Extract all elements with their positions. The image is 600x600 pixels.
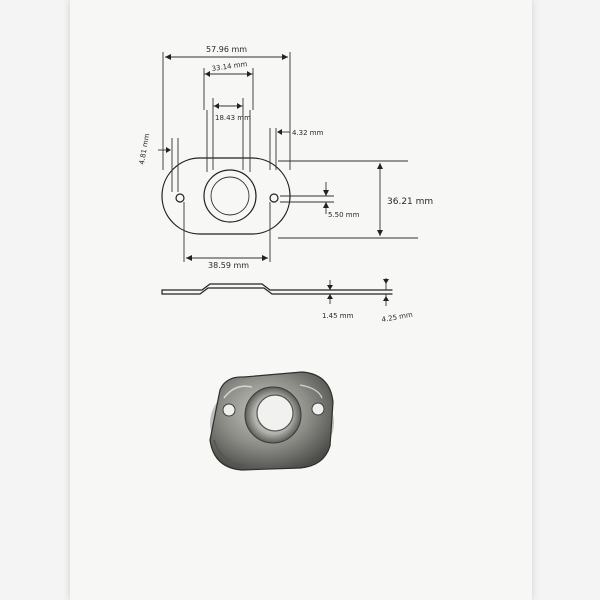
label-hole-spacing: 38.59 mm bbox=[208, 261, 249, 270]
label-right-margin: 4.32 mm bbox=[292, 129, 324, 137]
label-hole-offset: 5.50 mm bbox=[328, 211, 360, 219]
dimension-hole-spacing: 38.59 mm bbox=[183, 202, 271, 270]
dimension-height: 36.21 mm bbox=[278, 160, 433, 239]
label-slot-width: 33.14 mm bbox=[211, 60, 248, 73]
dimension-slot-width: 33.14 mm bbox=[203, 60, 254, 110]
dimension-inner-width: 18.43 mm bbox=[212, 98, 251, 170]
label-inner-width: 18.43 mm bbox=[215, 114, 251, 122]
label-left-margin: 4.81 mm bbox=[138, 133, 151, 166]
label-total-height: 4.25 mm bbox=[381, 311, 414, 324]
center-hole bbox=[256, 394, 294, 432]
label-overall-width: 57.96 mm bbox=[206, 45, 247, 54]
side-profile-view: 1.45 mm 4.25 mm bbox=[161, 278, 414, 324]
dimension-hole-offset: 5.50 mm bbox=[280, 182, 360, 219]
center-hole-outer bbox=[203, 169, 257, 223]
metal-plate-photo bbox=[209, 371, 334, 471]
left-hole bbox=[222, 403, 236, 417]
label-thickness: 1.45 mm bbox=[322, 312, 354, 320]
right-hole bbox=[311, 402, 325, 416]
center-hole-inner bbox=[210, 176, 250, 216]
left-mount-hole bbox=[175, 193, 185, 203]
label-height: 36.21 mm bbox=[387, 197, 433, 207]
dimension-right-margin: 4.32 mm bbox=[269, 128, 324, 170]
paper-sheet bbox=[70, 0, 532, 600]
right-mount-hole bbox=[269, 193, 279, 203]
dimension-overall-width: 57.96 mm bbox=[162, 45, 291, 170]
top-view-outline bbox=[161, 110, 291, 235]
dimension-left-margin: 4.81 mm bbox=[138, 133, 179, 192]
